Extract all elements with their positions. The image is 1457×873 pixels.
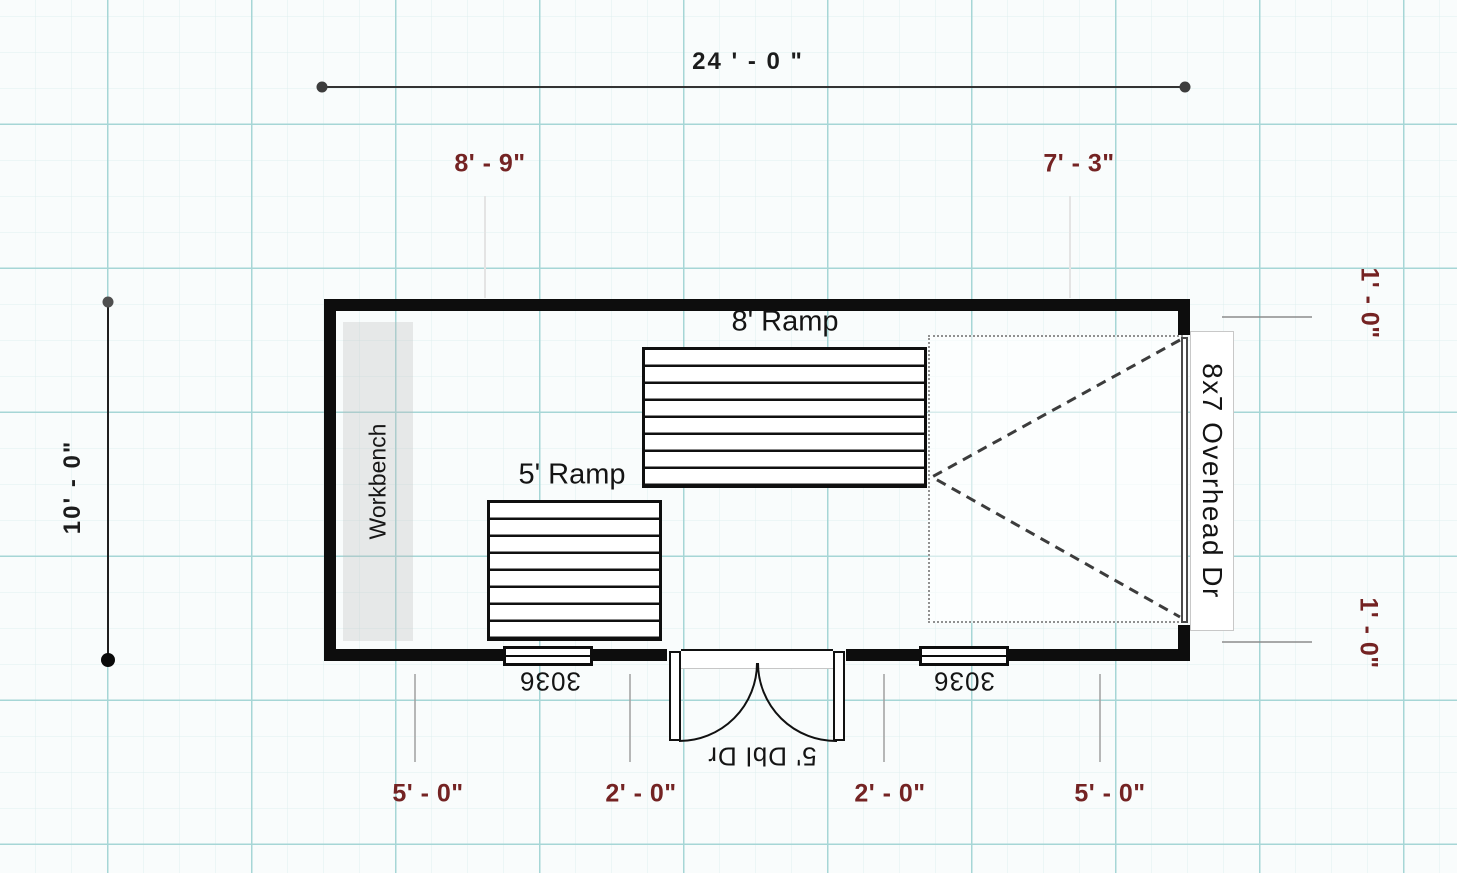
dim-endpoint-dot (1179, 81, 1191, 93)
dim-endpoint-dot (101, 653, 115, 667)
workbench[interactable]: Workbench (343, 322, 413, 641)
dim-endpoint-dot (316, 81, 328, 93)
double-door-header (681, 649, 833, 669)
dim-endpoint-dot (102, 296, 114, 308)
double-door-arc-right (757, 662, 838, 743)
wall-top (324, 299, 1190, 311)
overhead-door-swing-area[interactable] (928, 335, 1183, 623)
double-door-leaf-right[interactable] (833, 651, 845, 741)
wall-bottom-seg3 (846, 649, 919, 661)
overhead-door-label: 8x7 Overhead Dr (1197, 363, 1228, 599)
wall-right-upper (1178, 299, 1190, 335)
overhead-door-panel[interactable] (1181, 337, 1188, 623)
overhead-door-label-box: 8x7 Overhead Dr (1190, 331, 1234, 631)
ramp-5ft[interactable] (487, 500, 662, 641)
double-door-leaf-left[interactable] (669, 651, 681, 741)
workbench-label: Workbench (364, 423, 391, 540)
double-door-arc-left (678, 662, 758, 742)
wall-bottom-seg2 (593, 649, 667, 661)
window-pane-line (506, 655, 590, 657)
window-3036-left[interactable] (503, 646, 593, 666)
wall-bottom-seg1 (324, 649, 503, 661)
window-3036-right[interactable] (919, 646, 1009, 666)
ramp-8ft[interactable] (642, 347, 927, 488)
window-pane-line (922, 655, 1006, 657)
wall-bottom-seg4 (1009, 649, 1190, 661)
wall-left (324, 299, 336, 661)
